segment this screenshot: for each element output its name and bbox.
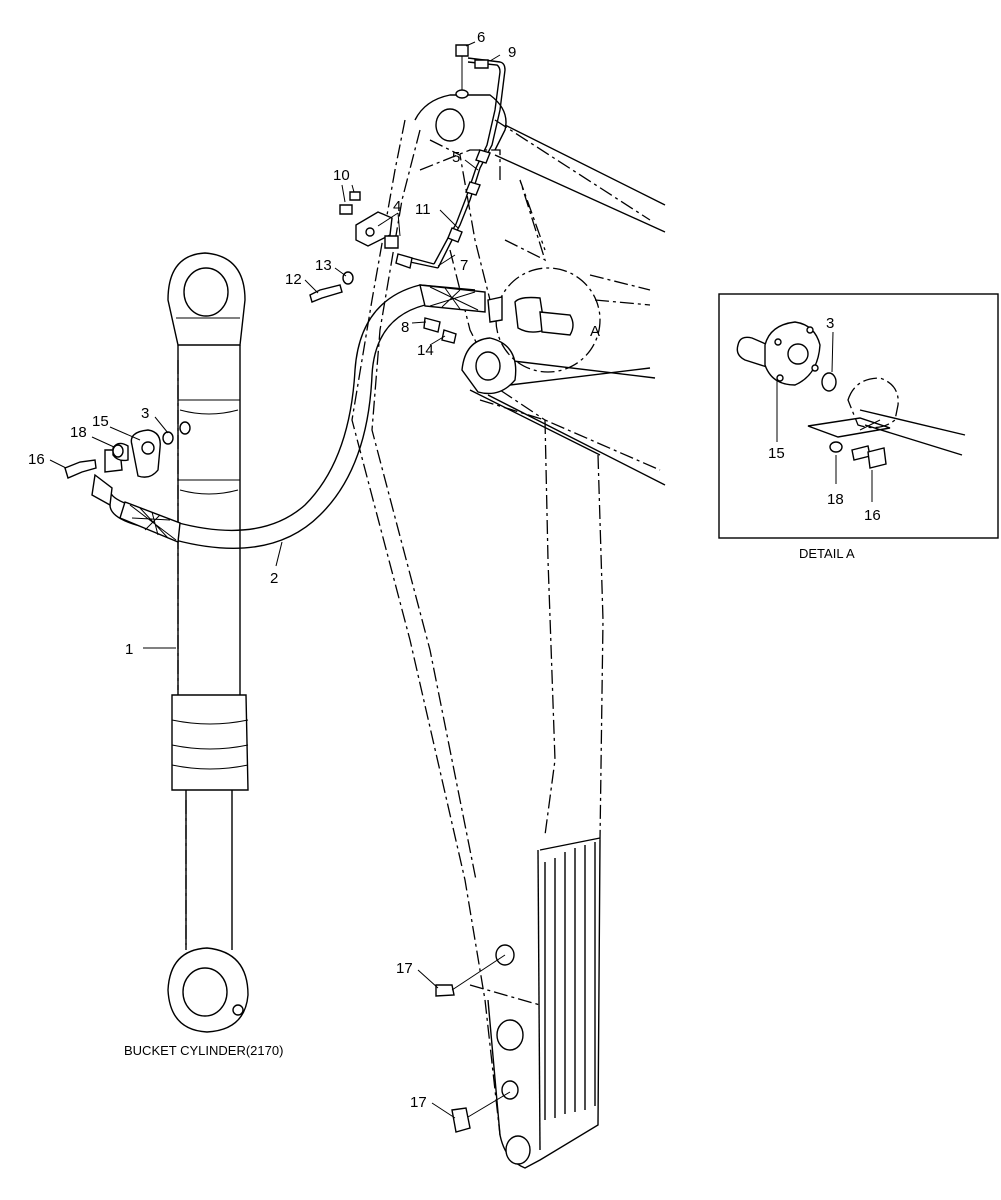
callout-16: 16 bbox=[28, 451, 45, 468]
callout-11: 11 bbox=[415, 201, 431, 218]
callout-1: 1 bbox=[125, 641, 133, 658]
callout-12: 12 bbox=[285, 271, 302, 288]
callout-4: 4 bbox=[393, 198, 401, 215]
callout-7: 7 bbox=[460, 257, 468, 274]
arm-structure bbox=[351, 94, 666, 1169]
detail-a-caption: DETAIL A bbox=[799, 546, 855, 561]
detail-a-panel: 3 15 18 16 bbox=[718, 293, 999, 539]
callout-9: 9 bbox=[508, 44, 516, 61]
callout-13: 13 bbox=[315, 257, 332, 274]
callout-8: 8 bbox=[401, 319, 409, 336]
detail-callout-3: 3 bbox=[826, 315, 834, 332]
callout-labels: 1 2 3 4 5 6 7 8 9 10 11 12 13 14 15 16 1… bbox=[28, 29, 600, 1111]
detail-callout-16: 16 bbox=[864, 507, 881, 524]
callout-10: 10 bbox=[333, 167, 350, 184]
callout-5: 5 bbox=[452, 149, 460, 166]
callout-17-upper: 17 bbox=[396, 960, 413, 977]
leader-lines bbox=[49, 41, 511, 1119]
callout-18: 18 bbox=[70, 424, 87, 441]
detail-callout-15: 15 bbox=[768, 445, 785, 462]
small-pipes bbox=[309, 44, 506, 1133]
detail-marker-a: A bbox=[590, 323, 600, 340]
bucket-cylinder bbox=[167, 252, 249, 1033]
detail-callout-18: 18 bbox=[827, 491, 844, 508]
callout-6: 6 bbox=[477, 29, 485, 46]
callout-3: 3 bbox=[141, 405, 149, 422]
bucket-cylinder-caption: BUCKET CYLINDER(2170) bbox=[124, 1043, 283, 1058]
callout-14: 14 bbox=[417, 342, 434, 359]
callout-17-lower: 17 bbox=[410, 1094, 427, 1111]
callout-2: 2 bbox=[270, 570, 278, 587]
hose-assembly bbox=[64, 284, 574, 549]
callout-15: 15 bbox=[92, 413, 109, 430]
